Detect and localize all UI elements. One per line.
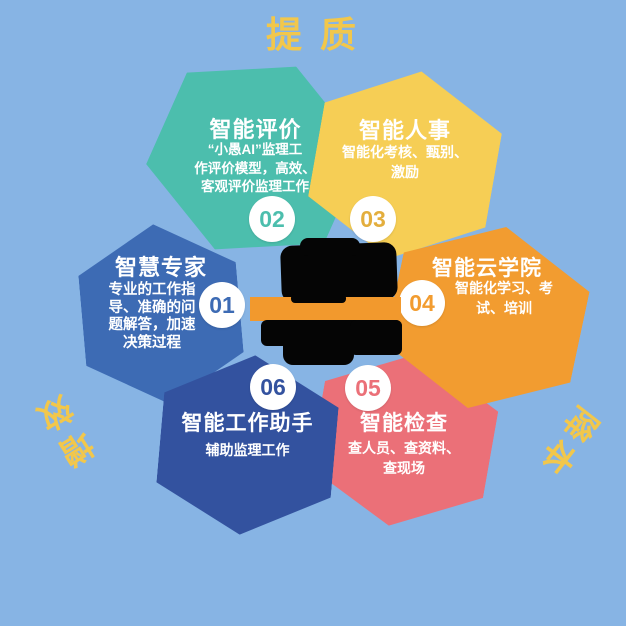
center-redacted-logo-bump [300,238,360,256]
center-redacted-logo-tail [283,341,354,365]
petal-body: 辅助监理工作 [205,442,290,458]
petal-body: 智能化学习、考 试、培训 [455,280,553,316]
number-badge: 01 [199,282,245,328]
petal-body: 专业的工作指 导、准确的问 题解答，加速 决策过程 [108,282,196,351]
main-title: 提 质 [265,14,360,55]
petal-02-smart-evaluation: 智能评价 “小愚AI”监理工 作评价模型，高效、 客观评价监理工作 02 [158,58,353,258]
number-badge: 04 [399,280,445,326]
petal-01-smart-expert: 智慧专家 专业的工作指 导、准确的问 题解答，加速 决策过程 01 [82,224,240,404]
petal-body: 智能化考核、甄别、 激励 [342,144,468,180]
petal-title: 智能工作助手 [181,412,314,435]
number-badge: 05 [345,365,391,411]
center-redacted-fragment [291,294,346,303]
petal-title: 智慧专家 [114,255,207,280]
petal-05-smart-inspection: 智能检查 查人员、查资料、 查现场 05 [316,352,492,527]
number-badge: 02 [249,196,295,242]
petal-title: 智能云学院 [432,257,542,280]
number-badge: 06 [250,364,296,410]
petal-body: 查人员、查资料、 查现场 [348,440,460,476]
petal-03-smart-hr: 智能人事 智能化考核、甄别、 激励 03 [315,70,495,260]
center-redacted-logo-right [350,320,402,355]
petal-04-smart-cloud-academy: 智能云学院 智能化学习、考 试、培训 04 [392,225,582,410]
petal-title: 智能评价 [209,117,302,142]
number-badge: 03 [350,196,396,242]
petal-body: “小愚AI”监理工 作评价模型，高效、 客观评价监理工作 [194,142,316,194]
petal-title: 智能检查 [360,412,448,435]
petal-title: 智能人事 [358,118,451,143]
petal-06-smart-work-assistant: 智能工作助手 辅助监理工作 06 [160,355,335,535]
